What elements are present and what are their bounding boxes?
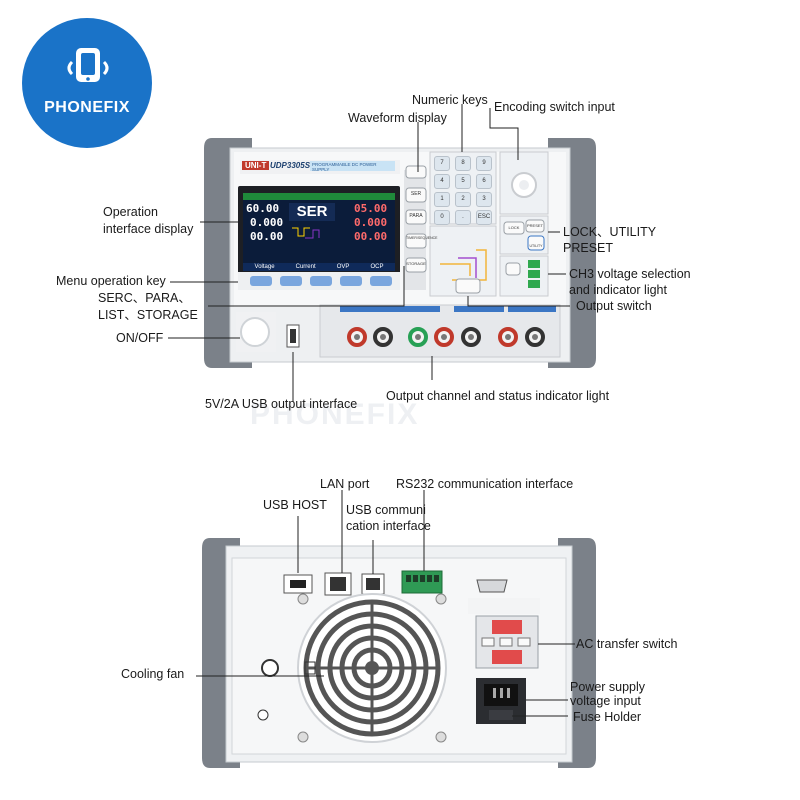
ground-terminal bbox=[257, 709, 269, 721]
callout-lock-utility-1: LOCK、UTILITY bbox=[563, 225, 657, 239]
db9-connector bbox=[476, 579, 508, 593]
softkey-label-ocp: OCP bbox=[370, 264, 384, 270]
softkey-1 bbox=[250, 276, 272, 286]
output-switch-key bbox=[455, 278, 481, 294]
ch3-indicator-3 bbox=[528, 280, 540, 288]
ch3-current: 0.000 bbox=[354, 216, 388, 229]
lock-key bbox=[503, 221, 525, 235]
callout-usb-comm-1: USB communi bbox=[346, 503, 426, 517]
numeric-key[interactable]: 9 bbox=[476, 156, 492, 171]
softkey-label-ovp: OVP bbox=[336, 264, 350, 270]
front-left-bumper bbox=[204, 138, 252, 368]
callout-serc-para-2: LIST、STORAGE bbox=[98, 308, 198, 322]
para-key bbox=[405, 209, 427, 225]
ch3-voltage-key bbox=[505, 262, 521, 276]
storage-key bbox=[405, 257, 427, 273]
timer-key bbox=[405, 233, 427, 249]
utility-key-label[interactable]: UTILITY bbox=[529, 244, 543, 248]
softkey-label-current: Current bbox=[295, 264, 316, 270]
back-left-bumper bbox=[202, 538, 240, 768]
ser-key bbox=[405, 187, 427, 203]
output-terminals bbox=[347, 327, 545, 347]
callout-ac-switch: AC transfer switch bbox=[576, 637, 678, 651]
numeric-key[interactable]: 6 bbox=[476, 174, 492, 189]
power-button bbox=[240, 317, 270, 347]
eco-mark bbox=[261, 659, 279, 677]
callout-ch3-voltage-1: CH3 voltage selection bbox=[569, 267, 691, 281]
ch1-power: 00.00 bbox=[250, 230, 284, 243]
numeric-key[interactable]: 0 bbox=[434, 210, 450, 225]
lock-key-label[interactable]: LOCK bbox=[508, 225, 520, 230]
callout-lan-port: LAN port bbox=[320, 477, 370, 491]
model-name: UDP3305S bbox=[270, 161, 311, 170]
callout-usb-host: USB HOST bbox=[263, 498, 327, 512]
preset-key bbox=[525, 219, 545, 233]
utility-key bbox=[527, 235, 545, 251]
callout-waveform-display: Waveform display bbox=[348, 111, 447, 125]
numeric-key[interactable]: ESC bbox=[476, 210, 492, 225]
numeric-key[interactable]: 7 bbox=[434, 156, 450, 171]
ch3-voltage: 05.00 bbox=[354, 202, 388, 215]
callout-serc-para-1: SERC、PARA、 bbox=[98, 291, 191, 305]
callout-lines bbox=[168, 104, 575, 717]
callout-on-off: ON/OFF bbox=[116, 331, 164, 345]
numeric-key[interactable]: 8 bbox=[455, 156, 471, 171]
callout-rs232: RS232 communication interface bbox=[396, 477, 574, 491]
numeric-key[interactable]: 4 bbox=[434, 174, 450, 189]
front-right-bumper bbox=[548, 138, 596, 368]
side-key-storage[interactable]: STORAGE bbox=[406, 261, 426, 266]
numeric-key[interactable]: . bbox=[455, 210, 471, 225]
callout-encoding-switch: Encoding switch input bbox=[494, 100, 615, 114]
fuse-holder bbox=[489, 710, 513, 720]
numeric-key[interactable]: 3 bbox=[476, 192, 492, 207]
waveform-key bbox=[405, 165, 427, 179]
callout-usb-output: 5V/2A USB output interface bbox=[205, 397, 358, 411]
callout-operation-display-1: Operation bbox=[103, 205, 158, 219]
callout-power-input-1: Power supply bbox=[570, 680, 646, 694]
side-key-ser[interactable]: SER bbox=[410, 191, 422, 197]
callout-fuse-holder: Fuse Holder bbox=[573, 710, 642, 724]
back-right-bumper bbox=[558, 538, 596, 768]
callout-output-channel: Output channel and status indicator ligh… bbox=[386, 389, 610, 403]
brand-badge: UNI-T bbox=[242, 161, 270, 170]
ch3-indicator-1 bbox=[528, 260, 540, 268]
preset-key-label[interactable]: PRESET bbox=[526, 223, 543, 228]
callout-menu-key: Menu operation key bbox=[56, 274, 166, 288]
side-key-para[interactable]: PARA bbox=[409, 213, 423, 219]
softkey-4 bbox=[340, 276, 362, 286]
callout-usb-comm-2: cation interface bbox=[346, 519, 431, 533]
weee-mark bbox=[304, 661, 316, 675]
softkey-2 bbox=[280, 276, 302, 286]
callout-ch3-voltage-2: and indicator light bbox=[569, 283, 667, 297]
cooling-fan bbox=[297, 593, 447, 743]
ch3-power: 00.00 bbox=[354, 230, 388, 243]
numeric-key[interactable]: 2 bbox=[455, 192, 471, 207]
numeric-key[interactable]: 5 bbox=[455, 174, 471, 189]
phone-wrench-icon bbox=[67, 48, 109, 82]
callout-output-switch: Output switch bbox=[576, 299, 652, 313]
ch3-indicator-2 bbox=[528, 270, 540, 278]
lcd-softkey-labels: Voltage Current OVP OCP bbox=[244, 264, 394, 272]
phonefix-logo: PHONEFIX bbox=[22, 18, 152, 148]
softkey-label-voltage: Voltage bbox=[254, 264, 275, 270]
lcd-title: SER bbox=[296, 203, 328, 220]
softkey-3 bbox=[310, 276, 332, 286]
callout-cooling-fan: Cooling fan bbox=[121, 667, 185, 681]
ch1-voltage: 60.00 bbox=[246, 202, 280, 215]
callout-operation-display-2: interface display bbox=[103, 222, 194, 236]
ch1-current: 0.000 bbox=[250, 216, 284, 229]
panel-header-label: PROGRAMMABLE DC POWER SUPPLY bbox=[312, 162, 377, 172]
callout-power-input-2: voltage input bbox=[570, 694, 641, 708]
brand-name: PHONEFIX bbox=[44, 99, 130, 116]
callout-numeric-keys: Numeric keys bbox=[412, 93, 488, 107]
numeric-key[interactable]: 1 bbox=[434, 192, 450, 207]
callout-lock-utility-2: PRESET bbox=[563, 241, 614, 255]
softkey-5 bbox=[370, 276, 392, 286]
side-key-timer[interactable]: TIMER/SEQUENCE bbox=[406, 236, 438, 240]
